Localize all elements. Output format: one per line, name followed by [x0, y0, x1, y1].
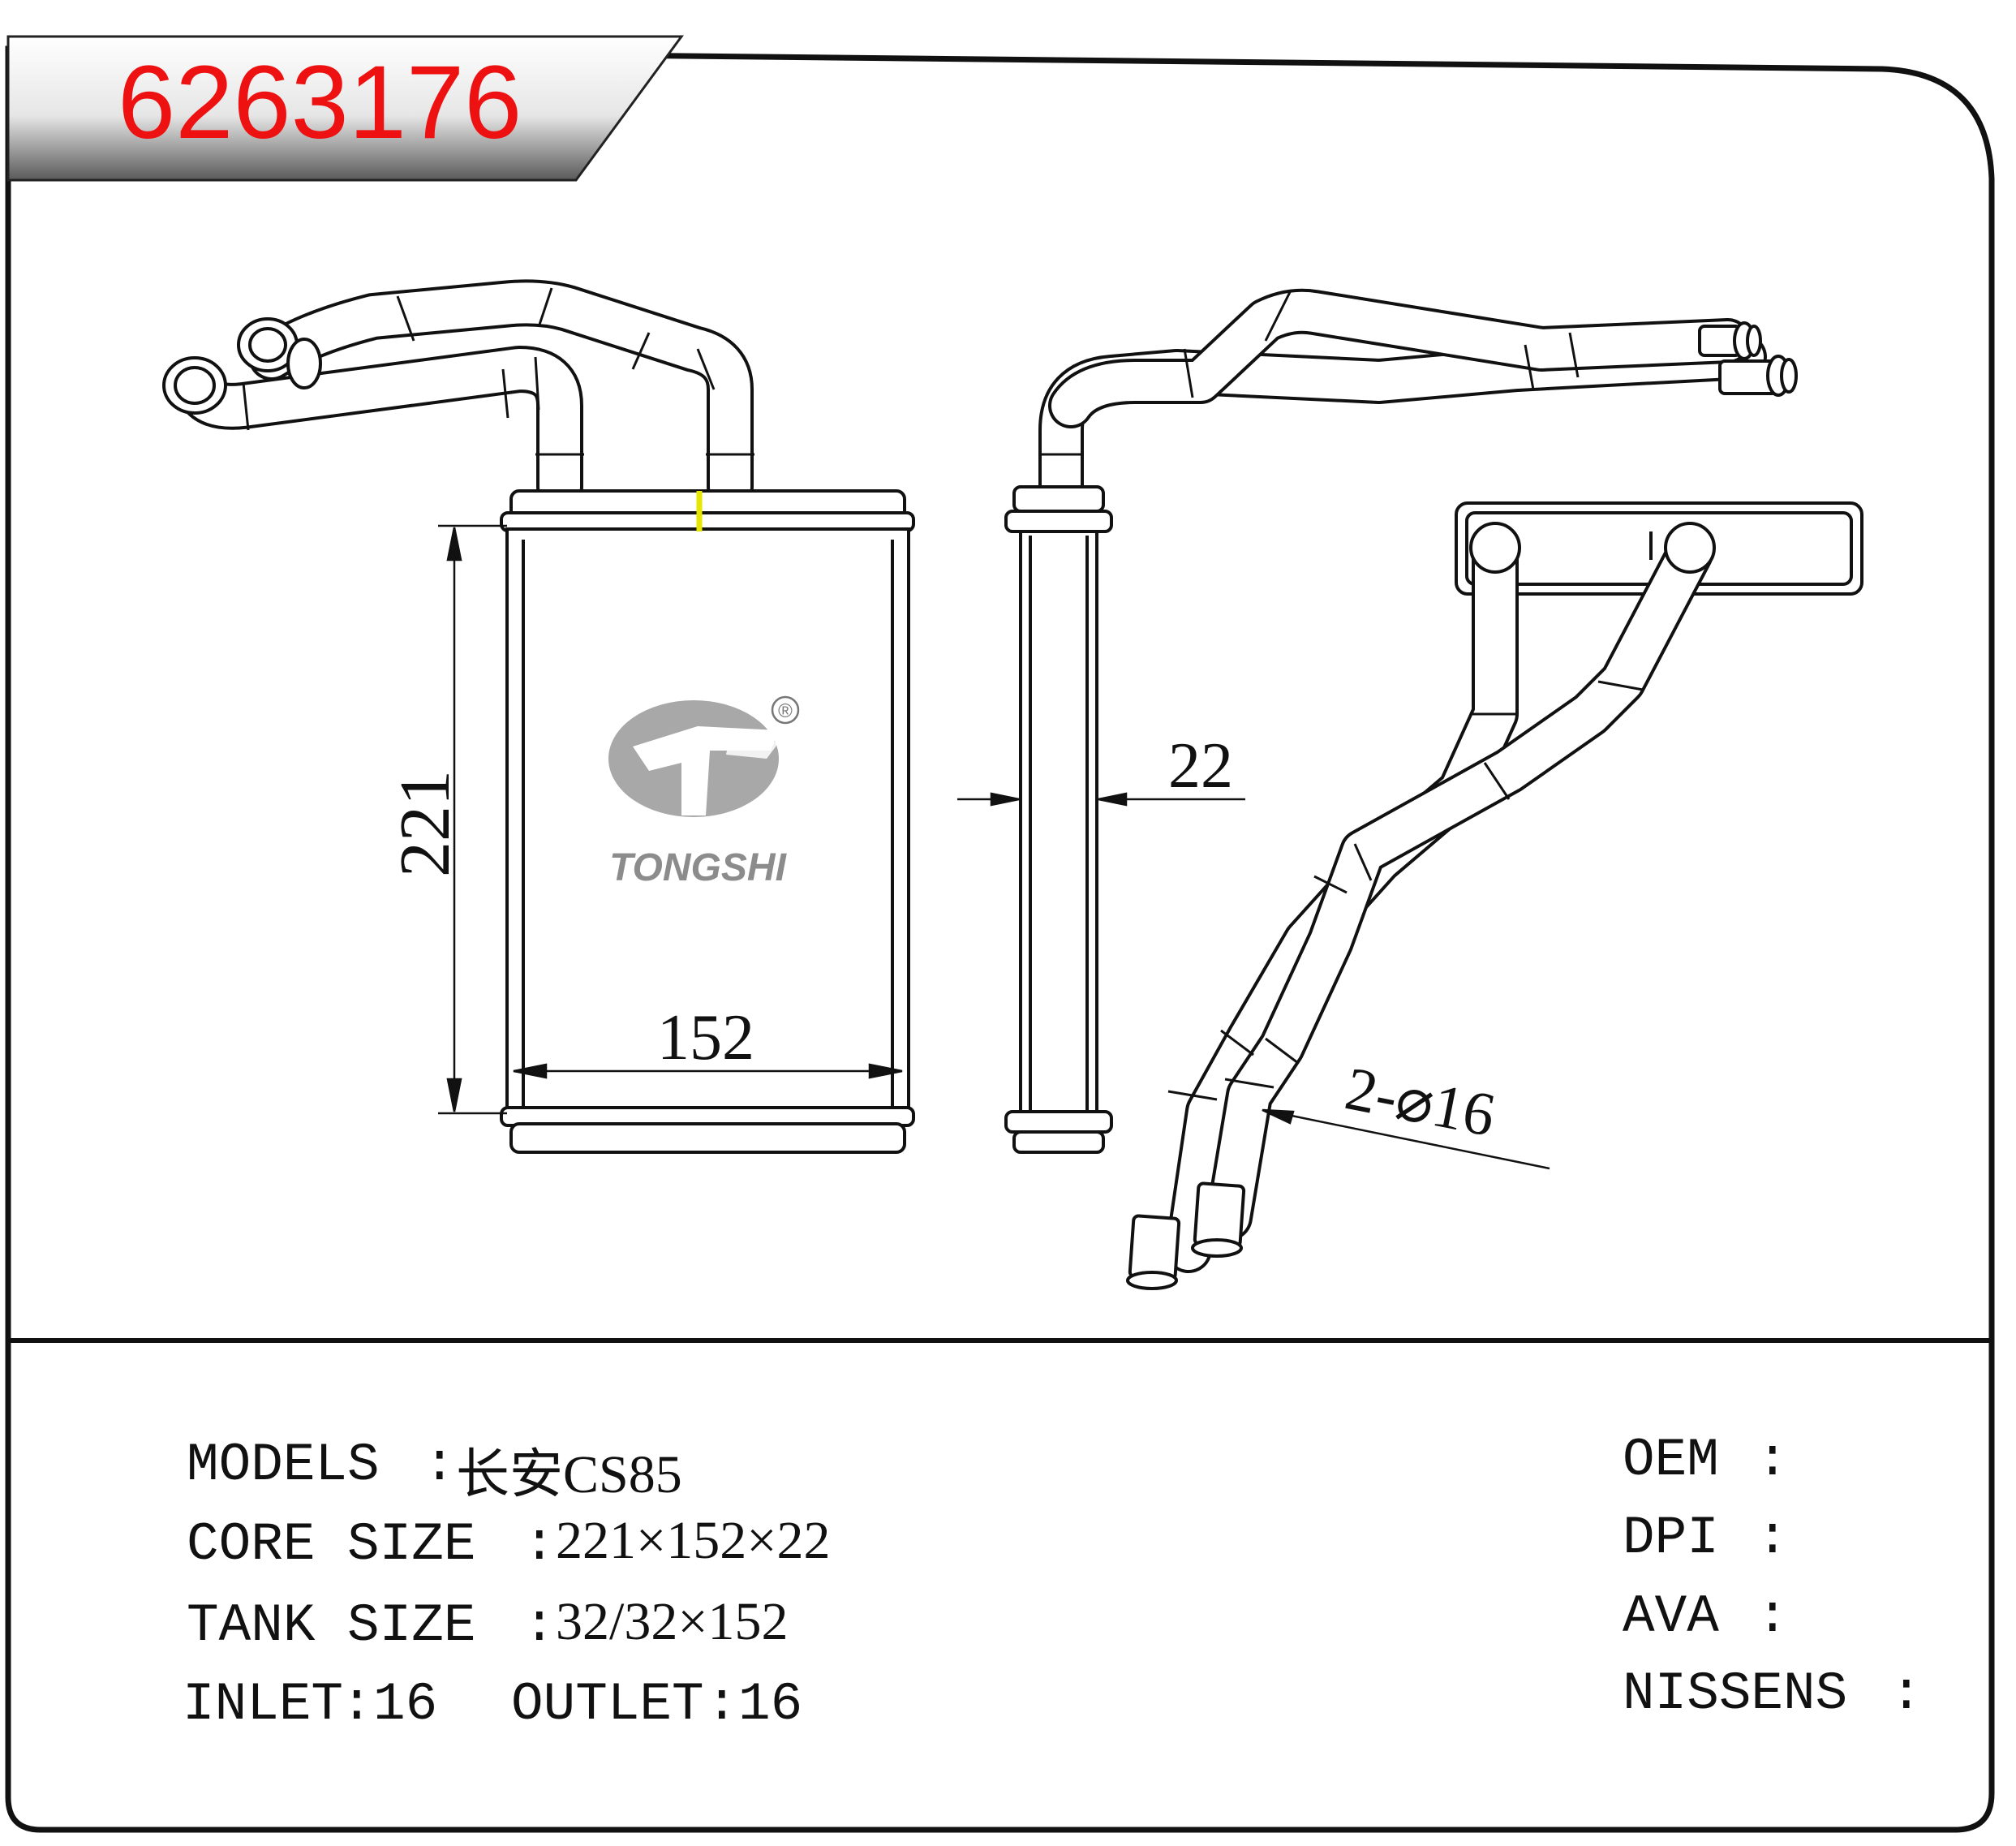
height-dimension — [438, 524, 507, 1115]
front-view — [162, 279, 915, 1154]
ref-ava-label: AVA — [1623, 1586, 1719, 1647]
spec-core-size-label: CORE SIZE — [187, 1514, 476, 1575]
spec-outlet-sep: : — [706, 1674, 738, 1735]
width-dimension-label: 152 — [657, 1002, 754, 1074]
spec-inlet-value: 16 — [373, 1674, 438, 1735]
ref-nissens-sep: : — [1890, 1663, 1923, 1724]
pipe-diameter-label: 2-⌀16 — [1340, 1054, 1501, 1150]
spec-models-value: 长安CS85 — [456, 1445, 682, 1504]
width-dimension — [513, 1063, 903, 1079]
front-core — [505, 527, 910, 1119]
height-dimension-label: 221 — [386, 770, 465, 877]
side-pipe-ends — [1698, 321, 1798, 397]
ref-oem-label: OEM — [1623, 1430, 1719, 1491]
spec-models-sep: : — [423, 1435, 456, 1495]
spec-core-size-value: 221×152×22 — [556, 1511, 831, 1570]
ref-ava-sep: : — [1756, 1586, 1789, 1647]
spec-core-size-sep: : — [523, 1514, 556, 1575]
front-pipe-ends — [162, 317, 322, 415]
spec-tank-size-value: 32/32×152 — [556, 1592, 789, 1651]
top-view — [1126, 501, 1863, 1290]
pipe-diameter-dimension — [1262, 1108, 1550, 1170]
ref-nissens-label: NISSENS — [1623, 1663, 1848, 1724]
spec-outlet-label: OUTLET — [511, 1674, 704, 1735]
sheet-border — [5, 45, 1995, 1833]
spec-models-label: MODELS — [187, 1435, 380, 1495]
ref-dpi-sep: : — [1756, 1508, 1789, 1568]
spec-inlet-label: INLET — [183, 1674, 344, 1735]
part-number: 6263176 — [118, 45, 522, 161]
thickness-dimension-label: 22 — [1168, 730, 1233, 802]
brand-name: TONGSHI — [609, 846, 787, 889]
ref-dpi-label: DPI — [1623, 1508, 1719, 1568]
ref-oem-sep: : — [1756, 1430, 1789, 1491]
side-view — [1004, 288, 1798, 1154]
registered-mark: ® — [778, 700, 793, 722]
registered-mark-circle — [771, 695, 800, 725]
spec-tank-size-sep: : — [523, 1595, 556, 1656]
side-core — [1019, 530, 1098, 1117]
part-number-banner — [6, 35, 684, 182]
top-pipe-ends — [1126, 1181, 1246, 1290]
tongshi-logo: ® TONGSHI — [608, 695, 800, 889]
thickness-dimension — [957, 792, 1245, 807]
front-bottom-tank — [509, 1122, 906, 1154]
spec-outlet-value: 16 — [738, 1674, 803, 1735]
spec-inlet-sep: : — [341, 1674, 373, 1735]
front-pipe-joints — [242, 287, 754, 456]
spec-tank-size-label: TANK SIZE — [187, 1595, 476, 1656]
